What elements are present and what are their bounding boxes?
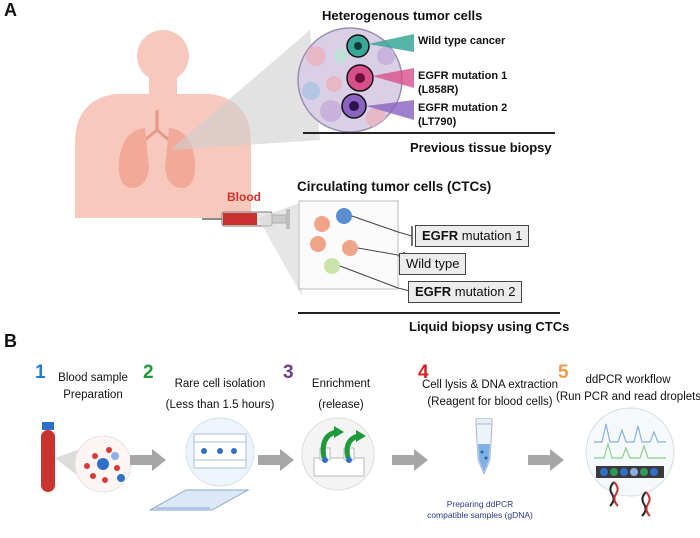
ctc-box <box>298 200 399 290</box>
egfr-mutation-2-code: (LT790) <box>418 116 457 128</box>
step-2-number: 2 <box>143 362 154 383</box>
rare-cell-chip-illustration <box>148 417 255 511</box>
egfr-mutation-1-box: EGFR mutation 1 <box>415 225 530 247</box>
step-3-text: Enrichment(release) <box>311 378 371 411</box>
wild-type-box: Wild type <box>399 253 467 275</box>
step-5-number: 5 <box>558 362 569 383</box>
step-5-text: ddPCR workflow(Run PCR and read droplets… <box>556 374 700 403</box>
panel-a-label: A <box>4 0 17 20</box>
egfr-mutation-1-label: EGFR mutation 1 <box>418 70 508 82</box>
blood-label: Blood <box>227 190 261 204</box>
flow-arrow-4 <box>528 449 564 471</box>
flow-arrow-2 <box>258 449 294 471</box>
wild-type-cancer-label: Wild type cancer <box>418 35 506 47</box>
blood-tube-illustration <box>41 422 132 493</box>
step-1-number: 1 <box>35 362 46 383</box>
step-4-text: Cell lysis & DNA extraction(Reagent for … <box>421 379 559 408</box>
tissue-biopsy-circle <box>297 27 414 133</box>
ddpcr-illustration <box>585 407 675 517</box>
egfr-mutation-2-box: EGFR mutation 2 <box>408 281 523 303</box>
enrichment-illustration <box>301 417 375 491</box>
step-4-number: 4 <box>418 362 429 383</box>
ctc-title: Circulating tumor cells (CTCs) <box>297 179 492 194</box>
previous-tissue-biopsy-label: Previous tissue biopsy <box>410 140 552 155</box>
heterogenous-title: Heterogenous tumor cells <box>322 8 483 23</box>
step-3-number: 3 <box>283 362 294 383</box>
step-2-text: Rare cell isolation(Less than 1.5 hours) <box>165 378 275 411</box>
tissue-biopsy-rule <box>303 132 555 134</box>
flow-arrow-3 <box>392 449 428 471</box>
liquid-biopsy-label: Liquid biopsy using CTCs <box>409 319 570 334</box>
flow-arrow-1 <box>130 449 166 471</box>
egfr-mutation-2-label: EGFR mutation 2 <box>418 102 508 114</box>
liquid-biopsy-rule <box>298 312 560 314</box>
panel-b-label: B <box>4 331 17 351</box>
egfr-mutation-1-code: (L858R) <box>418 84 459 96</box>
zoom-cone <box>170 30 320 150</box>
ctc-zoom-cone <box>258 202 302 296</box>
microtube-illustration <box>475 418 493 476</box>
